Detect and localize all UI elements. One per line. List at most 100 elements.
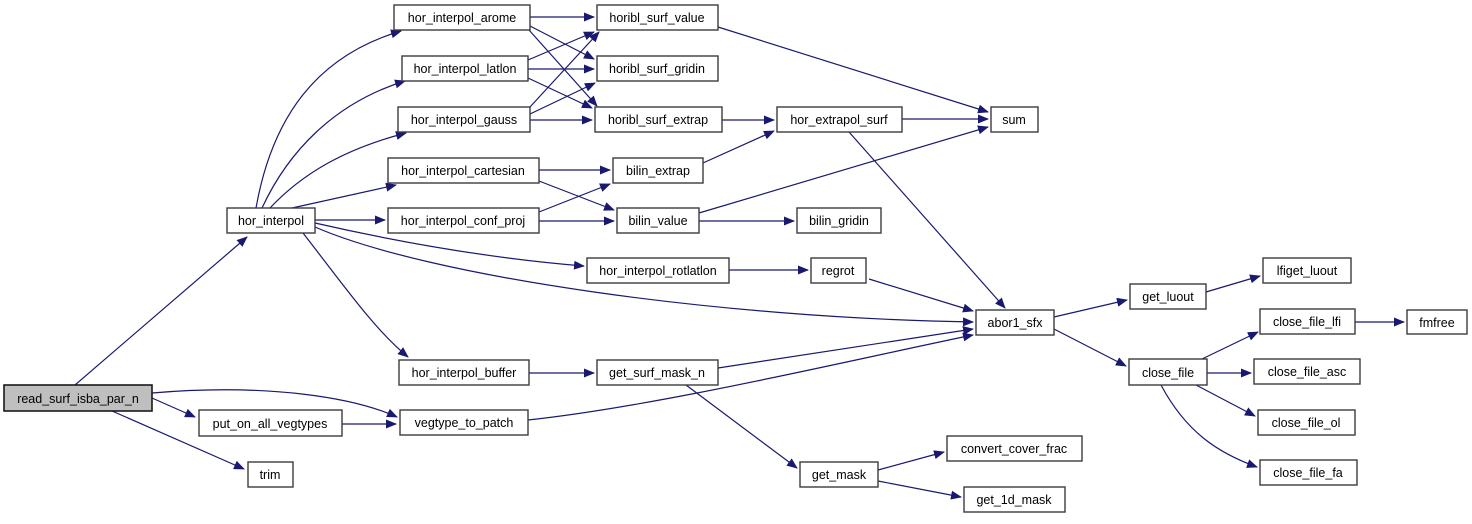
node-close_file_asc[interactable]: close_file_asc [1253, 358, 1361, 385]
edge-group [74, 12, 1405, 500]
node-hor_interpol_arome[interactable]: hor_interpol_arome [393, 4, 531, 31]
node-box[interactable] [397, 106, 531, 133]
edge-close_file--close_file_ol [1195, 384, 1256, 417]
node-box[interactable] [596, 55, 719, 82]
node-label: hor_interpol_rotlatlon [599, 264, 716, 278]
node-regrot[interactable]: regrot [810, 257, 867, 284]
edge-hor_extrapol_surf--abor1_sfx [848, 131, 1006, 309]
node-box[interactable] [596, 359, 719, 386]
node-close_file_lfi[interactable]: close_file_lfi [1259, 308, 1356, 335]
node-hor_interpol_conf_proj[interactable]: hor_interpol_conf_proj [387, 207, 540, 234]
node-label: close_file_fa [1273, 466, 1343, 480]
node-hor_interpol_cartesian[interactable]: hor_interpol_cartesian [387, 157, 540, 184]
node-box[interactable] [586, 257, 730, 284]
node-convert_cover_frac[interactable]: convert_cover_frac [946, 435, 1083, 462]
edge-read_surf_isba_par_n--vegtype_to_patch [151, 389, 398, 418]
node-label: get_luout [1142, 290, 1194, 304]
node-close_file_ol[interactable]: close_file_ol [1257, 409, 1356, 436]
node-box[interactable] [247, 461, 294, 488]
node-box[interactable] [990, 106, 1039, 133]
node-box[interactable] [399, 409, 529, 436]
node-get_mask[interactable]: get_mask [799, 461, 879, 488]
node-label: horibl_surf_extrap [608, 113, 708, 127]
node-box[interactable] [612, 157, 704, 184]
node-hor_interpol_gauss[interactable]: hor_interpol_gauss [397, 106, 531, 133]
node-box[interactable] [946, 435, 1083, 462]
node-horibl_surf_extrap[interactable]: horibl_surf_extrap [594, 106, 723, 133]
node-label: fmfree [1419, 316, 1454, 330]
node-label: bilin_value [628, 214, 687, 228]
node-box[interactable] [616, 207, 700, 234]
edge-vegtype_to_patch--abor1_sfx [527, 332, 974, 421]
node-box[interactable] [401, 55, 529, 82]
node-box[interactable] [596, 4, 719, 31]
node-hor_interpol_buffer[interactable]: hor_interpol_buffer [398, 359, 530, 386]
node-box[interactable] [1262, 257, 1352, 284]
edge-hor_interpol_cartesian--bilin_value [538, 180, 615, 211]
node-bilin_gridin[interactable]: bilin_gridin [796, 207, 882, 234]
node-box[interactable] [198, 409, 343, 437]
node-horibl_surf_value[interactable]: horibl_surf_value [596, 4, 719, 31]
node-bilin_extrap[interactable]: bilin_extrap [612, 157, 704, 184]
node-get_surf_mask_n[interactable]: get_surf_mask_n [596, 359, 719, 386]
node-sum[interactable]: sum [990, 106, 1039, 133]
edge-hor_interpol_latlon--horibl_surf_extrap [527, 77, 593, 109]
node-box[interactable] [594, 106, 723, 133]
node-box[interactable] [1129, 283, 1207, 310]
node-close_file_fa[interactable]: close_file_fa [1259, 459, 1358, 486]
node-box[interactable] [796, 207, 882, 234]
node-vegtype_to_patch[interactable]: vegtype_to_patch [399, 409, 529, 436]
node-fmfree[interactable]: fmfree [1406, 309, 1468, 335]
node-hor_interpol_latlon[interactable]: hor_interpol_latlon [401, 55, 529, 82]
node-abor1_sfx[interactable]: abor1_sfx [975, 309, 1055, 336]
node-box[interactable] [1259, 308, 1356, 335]
edge-bilin_value--sum [698, 125, 989, 214]
node-box[interactable] [1257, 409, 1356, 436]
node-hor_interpol_rotlatlon[interactable]: hor_interpol_rotlatlon [586, 257, 730, 284]
node-hor_interpol[interactable]: hor_interpol [226, 207, 316, 234]
node-label: regrot [822, 264, 855, 278]
node-label: lfiget_luout [1277, 264, 1338, 278]
node-box[interactable] [1406, 309, 1468, 335]
node-box[interactable] [387, 157, 540, 184]
node-label: bilin_gridin [809, 214, 869, 228]
node-hor_extrapol_surf[interactable]: hor_extrapol_surf [776, 106, 903, 133]
node-close_file[interactable]: close_file [1128, 358, 1208, 386]
node-horibl_surf_gridin[interactable]: horibl_surf_gridin [596, 55, 719, 82]
node-put_on_all_vegtypes[interactable]: put_on_all_vegtypes [198, 409, 343, 437]
node-label: hor_interpol_arome [408, 11, 516, 25]
node-box[interactable] [3, 384, 153, 412]
node-read_surf_isba_par_n[interactable]: read_surf_isba_par_n [3, 384, 153, 412]
node-box[interactable] [393, 4, 531, 31]
node-lfiget_luout[interactable]: lfiget_luout [1262, 257, 1352, 284]
node-box[interactable] [398, 359, 530, 386]
node-box[interactable] [1128, 358, 1208, 386]
node-bilin_value[interactable]: bilin_value [616, 207, 700, 234]
node-box[interactable] [799, 461, 879, 488]
edge-hor_interpol--hor_interpol_rotlatlon [314, 222, 585, 270]
edge-bilin_extrap--hor_extrapol_surf [702, 130, 775, 164]
node-get_luout[interactable]: get_luout [1129, 283, 1207, 310]
node-box[interactable] [776, 106, 903, 133]
node-box[interactable] [1253, 358, 1361, 385]
edge-hor_interpol--hor_interpol_cartesian [291, 182, 397, 209]
edge-hor_interpol_gauss--horibl_surf_value [529, 31, 600, 108]
node-box[interactable] [1259, 459, 1358, 486]
node-box[interactable] [226, 207, 316, 234]
node-box[interactable] [387, 207, 540, 234]
node-box[interactable] [963, 486, 1066, 513]
node-label: close_file_lfi [1273, 315, 1341, 329]
edge-hor_interpol--abor1_sfx [314, 226, 974, 327]
node-box[interactable] [810, 257, 867, 284]
node-box[interactable] [975, 309, 1055, 336]
node-label: sum [1002, 113, 1026, 127]
node-label: hor_interpol_cartesian [401, 164, 525, 178]
edge-read_surf_isba_par_n--put_on_all_vegtypes [151, 397, 196, 418]
node-trim[interactable]: trim [247, 461, 294, 488]
node-label: horibl_surf_value [609, 11, 704, 25]
node-label: hor_interpol_buffer [412, 366, 517, 380]
node-get_1d_mask[interactable]: get_1d_mask [963, 486, 1066, 513]
node-label: horibl_surf_gridin [609, 62, 705, 76]
